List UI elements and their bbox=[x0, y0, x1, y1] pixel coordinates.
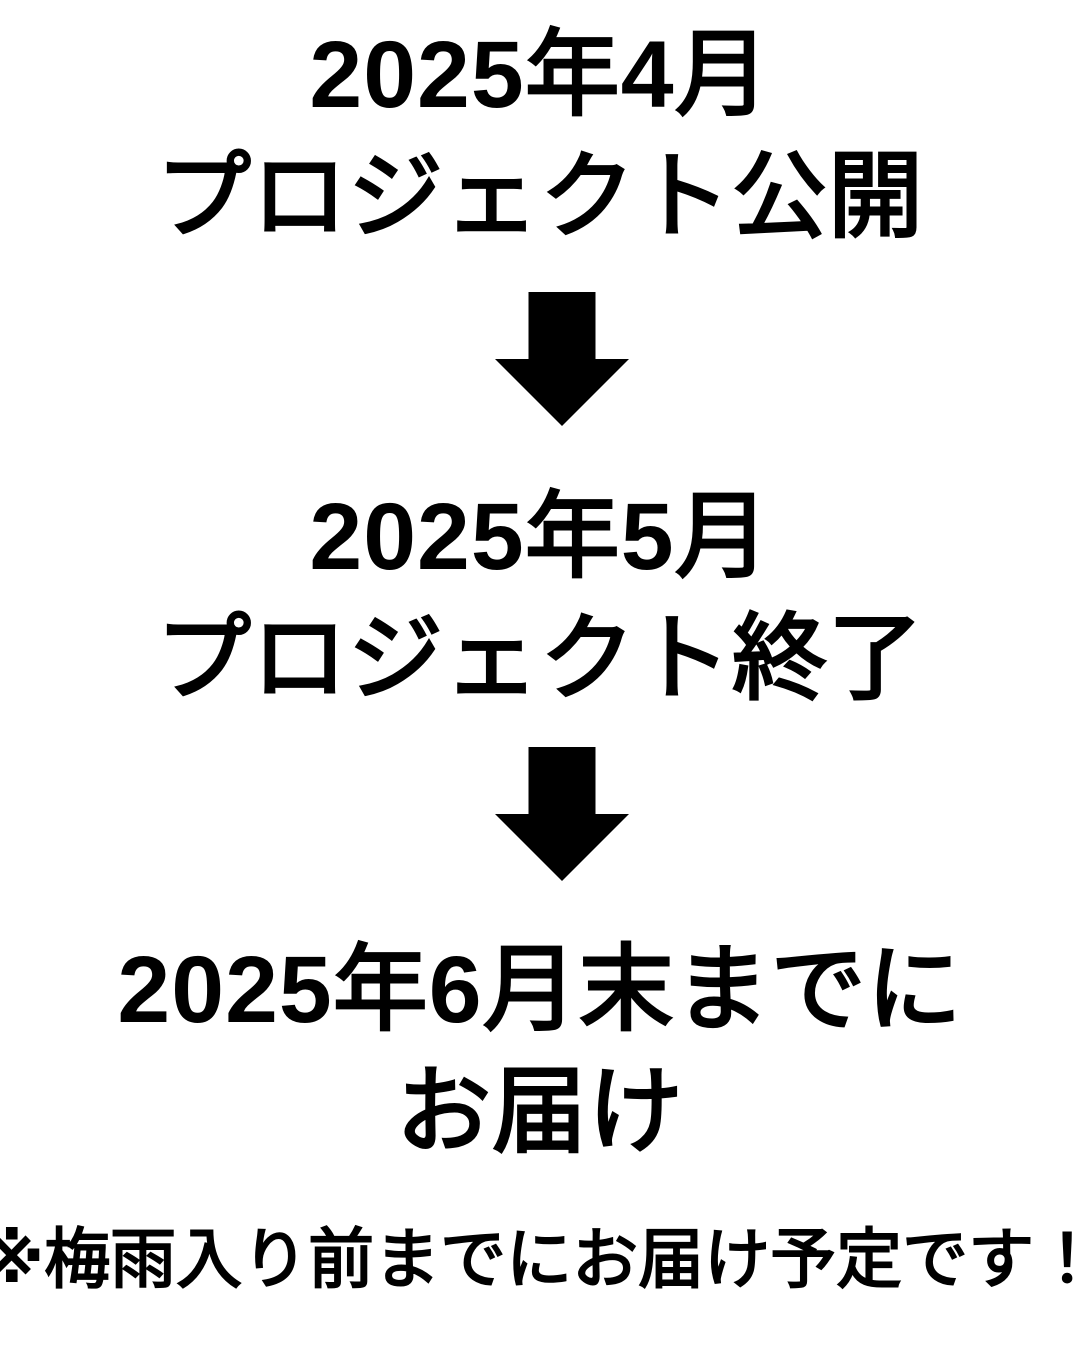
step-date: 2025年6月末までに bbox=[117, 937, 963, 1043]
step-event: プロジェクト公開 bbox=[155, 144, 924, 250]
timeline-step-end: 2025年5月 プロジェクト終了 bbox=[156, 476, 924, 720]
timeline-step-launch: 2025年4月 プロジェクト公開 bbox=[156, 14, 924, 258]
step-event: お届け bbox=[395, 1059, 684, 1165]
down-arrow-icon bbox=[495, 292, 629, 426]
delivery-note: ※梅雨入り前までにお届け予定です！ bbox=[0, 1222, 1080, 1296]
down-arrow-icon bbox=[495, 747, 629, 881]
step-event: プロジェクト終了 bbox=[155, 606, 924, 712]
timeline-step-delivery: 2025年6月末までに お届け bbox=[117, 929, 962, 1173]
step-date: 2025年5月 bbox=[309, 484, 771, 590]
step-date: 2025年4月 bbox=[309, 22, 771, 128]
